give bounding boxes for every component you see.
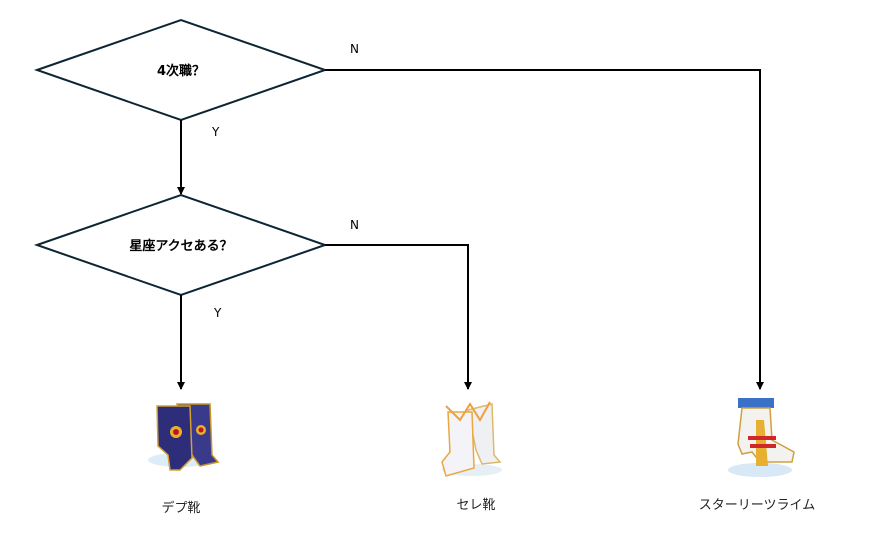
decision-1-text: 4次職？	[157, 63, 205, 79]
connector-d1-no	[325, 69, 764, 390]
d1-yes-label: Y	[211, 125, 220, 139]
white-starry-boots-icon	[728, 398, 795, 477]
outcome-label-sere-boots: セレ靴	[456, 498, 495, 513]
outcome-label-starry-twilight: スターリーツライム	[699, 498, 815, 513]
d2-yes-label: Y	[213, 306, 222, 320]
d2-no-label: N	[350, 218, 359, 232]
outcome-label-depu-boots: デプ靴	[161, 500, 200, 516]
white-gold-winged-boots-icon	[441, 401, 502, 477]
connector-d2-no	[325, 244, 472, 390]
dark-blue-boots-icon	[148, 403, 220, 471]
d1-no-label: N	[350, 42, 359, 56]
decision-2-text: 星座アクセある？	[129, 238, 232, 254]
